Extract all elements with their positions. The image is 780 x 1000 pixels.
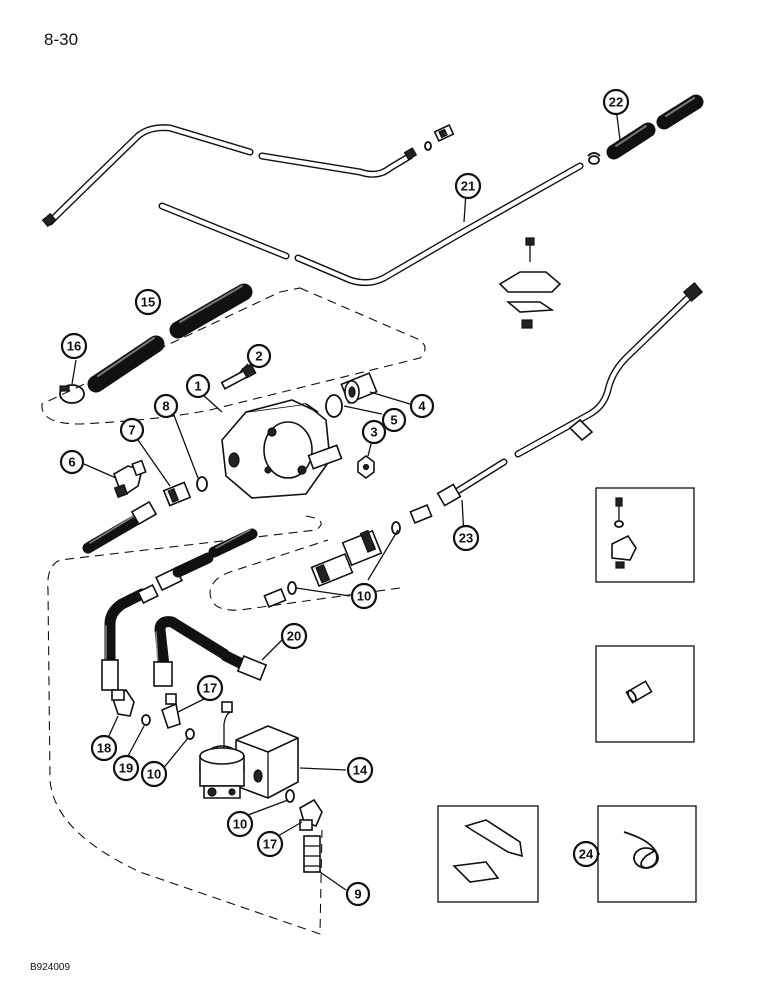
fitting-4 xyxy=(340,372,378,404)
callout-10-left: 10 xyxy=(140,760,168,788)
fitting-17-upper xyxy=(161,693,181,730)
callout-7: 7 xyxy=(119,417,145,443)
callout-24: 24 xyxy=(572,840,600,868)
svg-text:24: 24 xyxy=(579,847,594,862)
callout-22: 22 xyxy=(602,88,630,116)
clamp-16 xyxy=(59,384,85,404)
bolt-2 xyxy=(220,363,257,390)
svg-text:19: 19 xyxy=(119,761,133,776)
callout-6: 6 xyxy=(59,449,85,475)
svg-text:18: 18 xyxy=(97,741,111,756)
callout-1: 1 xyxy=(185,373,211,399)
hose-middle xyxy=(154,528,258,592)
svg-text:3: 3 xyxy=(370,425,377,440)
callout-23: 23 xyxy=(452,524,480,552)
svg-text:10: 10 xyxy=(233,817,247,832)
hose-upper-left xyxy=(82,500,158,554)
callout-10-bottom: 10 xyxy=(226,810,254,838)
svg-text:5: 5 xyxy=(390,413,397,428)
callout-5: 5 xyxy=(381,407,407,433)
oring-10-bottom xyxy=(285,789,295,803)
callout-17-lower: 17 xyxy=(256,830,284,858)
callout-21: 21 xyxy=(454,172,482,200)
svg-text:23: 23 xyxy=(459,531,473,546)
svg-text:9: 9 xyxy=(354,887,361,902)
inset-sleeve xyxy=(595,645,695,743)
callout-4: 4 xyxy=(409,393,435,419)
svg-text:15: 15 xyxy=(141,295,155,310)
oring-19 xyxy=(141,714,151,726)
svg-text:2: 2 xyxy=(255,349,262,364)
svg-text:6: 6 xyxy=(68,455,75,470)
callout-3: 3 xyxy=(361,419,387,445)
svg-text:4: 4 xyxy=(418,399,426,414)
callout-20: 20 xyxy=(280,622,308,650)
svg-text:1: 1 xyxy=(194,379,201,394)
upper-tube-fitting xyxy=(424,124,455,151)
tube-21 xyxy=(158,162,584,287)
elbow-6 xyxy=(113,459,147,499)
svg-text:22: 22 xyxy=(609,95,623,110)
callout-15: 15 xyxy=(134,288,162,316)
upper-steel-tube xyxy=(41,124,418,228)
svg-text:17: 17 xyxy=(263,837,277,852)
oring-10-left xyxy=(185,728,195,740)
hose-15 xyxy=(87,283,253,393)
svg-text:10: 10 xyxy=(147,767,161,782)
tube-23 xyxy=(436,282,704,507)
figure-code: B924009 xyxy=(30,962,71,973)
tube-clamp-small xyxy=(587,152,601,165)
hydraulic-pump-1 xyxy=(221,399,343,499)
callout-2: 2 xyxy=(246,343,272,369)
callout-19: 19 xyxy=(112,754,140,782)
callout-8: 8 xyxy=(153,393,179,419)
svg-text:16: 16 xyxy=(67,339,81,354)
oring-5 xyxy=(325,394,343,418)
callout-10-coupler: 10 xyxy=(350,582,378,610)
hose-15-group-outline xyxy=(41,287,426,425)
page-number: 8-30 xyxy=(44,30,79,49)
svg-text:20: 20 xyxy=(287,629,301,644)
svg-text:14: 14 xyxy=(353,763,368,778)
callout-16: 16 xyxy=(60,332,88,360)
svg-text:8: 8 xyxy=(162,399,169,414)
elbow-18 xyxy=(111,689,135,717)
hose-elbow-left xyxy=(101,584,159,691)
inset-bracket xyxy=(437,805,539,903)
callout-18: 18 xyxy=(90,734,118,762)
hose-22 xyxy=(606,94,704,160)
inset-hose-clamp xyxy=(597,805,697,903)
svg-text:21: 21 xyxy=(461,179,475,194)
fitting-9 xyxy=(303,835,321,873)
svg-text:10: 10 xyxy=(357,589,371,604)
bracket-clamp-assembly xyxy=(498,237,562,329)
svg-text:17: 17 xyxy=(203,681,217,696)
fitting-7 xyxy=(162,481,192,507)
lower-hose-group-outline xyxy=(47,515,323,935)
elbow-17-lower xyxy=(299,798,323,831)
callout-9: 9 xyxy=(345,881,371,907)
nut-3 xyxy=(357,455,375,479)
valve-14 xyxy=(199,701,299,799)
oring-8 xyxy=(196,476,208,492)
inset-clamp-bolt xyxy=(595,487,695,583)
hose-long-bend xyxy=(153,616,268,687)
callout-14: 14 xyxy=(346,756,374,784)
coupler-group-outline xyxy=(209,539,401,611)
svg-text:7: 7 xyxy=(128,423,135,438)
coupler-10 xyxy=(263,504,433,608)
callout-17-upper: 17 xyxy=(196,674,224,702)
